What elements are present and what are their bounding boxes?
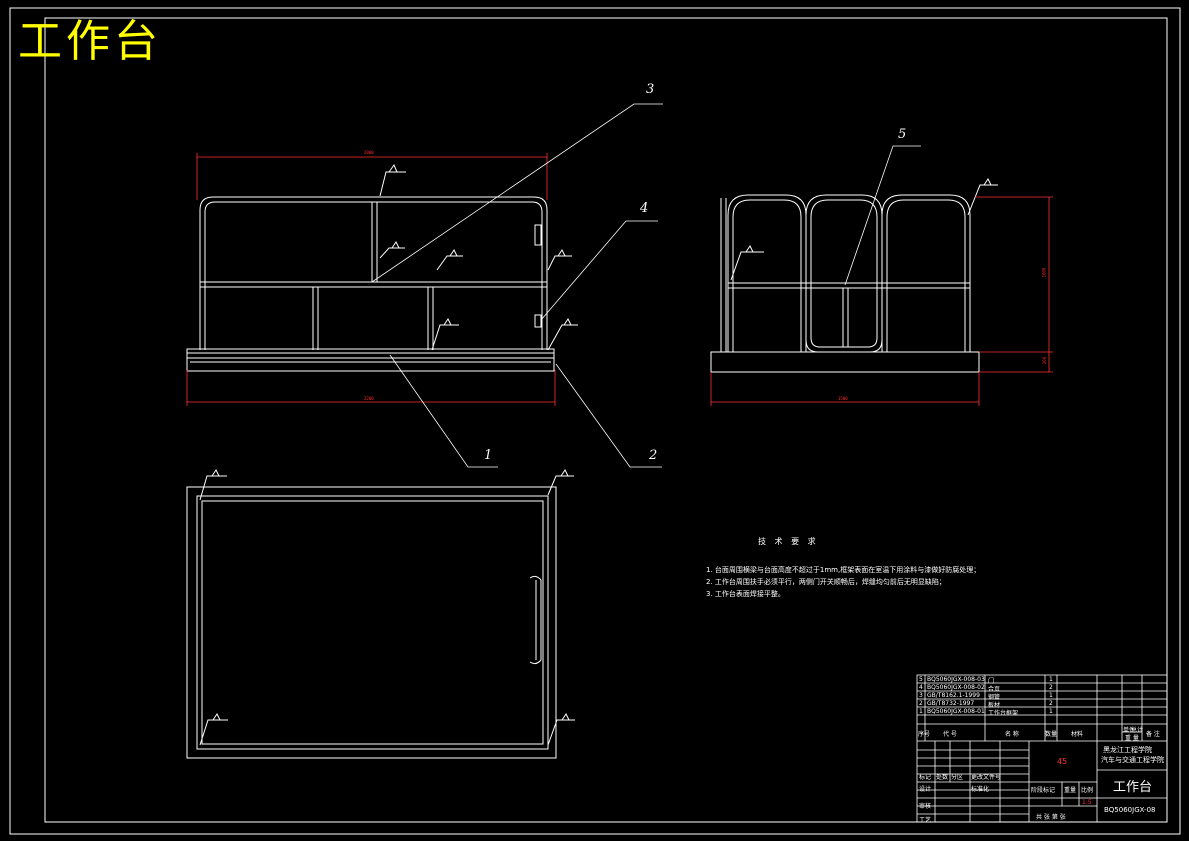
notes-line-3: 3. 工作台表面焊接平整。 xyxy=(706,590,785,598)
title-block-drawing-name: 工作台 xyxy=(1113,780,1153,795)
parts-header-name: 名 称 xyxy=(1005,731,1019,738)
stage-label: 阶段标记 xyxy=(1031,787,1056,794)
dim-front-base: 2200 xyxy=(364,396,374,401)
part-row-3-no: 3 xyxy=(919,692,923,699)
row-extra-zone: 分区 xyxy=(951,774,964,781)
part-row-5-no: 5 xyxy=(919,676,923,683)
part-row-1-code: BQ5060JGX-008-01 xyxy=(927,708,985,715)
part-row-5-name: 门 xyxy=(988,678,995,685)
row-label-process: 工艺 xyxy=(919,817,932,824)
top-view xyxy=(186,469,575,759)
part-row-3-qty: 1 xyxy=(1049,692,1053,699)
callout-4: 4 xyxy=(640,201,649,216)
school-line-1: 黑龙江工程学院 xyxy=(1103,746,1152,754)
callout-3: 3 xyxy=(646,82,655,97)
dim-side-base: 200 xyxy=(1042,356,1048,365)
notes-title: 技 术 要 求 xyxy=(758,537,819,546)
parts-header-weight: 重 量 xyxy=(1125,735,1139,742)
parts-header-unit-weight: 单件 xyxy=(1123,727,1136,734)
parts-header-code: 代 号 xyxy=(943,731,957,738)
part-row-4-qty: 2 xyxy=(1049,684,1053,691)
dim-side-width: 1500 xyxy=(838,396,848,401)
part-row-5-code: BQ5060JGX-008-03 xyxy=(927,676,985,683)
title-block-drawing-no: BQ5060JGX-08 xyxy=(1104,806,1156,814)
title-block-scale: 1:5 xyxy=(1082,799,1092,806)
part-row-3-name: 钢管 xyxy=(988,694,1001,701)
sheet-inner-border xyxy=(44,17,1168,823)
part-row-2-name: 板材 xyxy=(988,702,1001,709)
part-row-1-no: 1 xyxy=(919,708,923,715)
part-row-1-name: 工作台框架 xyxy=(988,710,1019,717)
row-extra-change: 更改文件号 xyxy=(971,774,1002,781)
parts-header-material: 材料 xyxy=(1071,731,1084,738)
callout-1: 1 xyxy=(484,448,493,463)
row-extra-count: 处数 xyxy=(936,774,949,781)
material-mark: 45 xyxy=(1057,757,1068,766)
front-dimensions xyxy=(186,153,556,406)
scale-label: 比例 xyxy=(1081,787,1094,794)
part-row-2-no: 2 xyxy=(919,700,923,707)
callout-5: 5 xyxy=(898,127,907,142)
part-row-4-code: BQ5060JGX-008-02 xyxy=(927,684,985,691)
row-extra-std: 标准化 xyxy=(971,786,990,793)
row-label-design: 设计 xyxy=(919,786,932,793)
dim-front-top: 2000 xyxy=(364,150,374,155)
sheet-label: 共 张 第 张 xyxy=(1036,814,1066,821)
sheet-outer-border xyxy=(9,7,1181,835)
parts-header-qty: 数量 xyxy=(1045,731,1058,738)
row-label-review: 审核 xyxy=(919,803,932,810)
parts-header-remark: 备 注 xyxy=(1146,731,1160,738)
front-view xyxy=(186,163,578,372)
notes-line-1: 1. 台面周围横梁与台面高度不超过于1mm,框架表面在室温下用涂料与漆做好防腐处… xyxy=(706,566,981,574)
drawing-title: 工作台 xyxy=(18,16,162,67)
part-row-5-qty: 1 xyxy=(1049,676,1053,683)
parts-header-total-weight: 总计 xyxy=(1131,727,1144,734)
part-row-3-code: GB/T8162.1-1999 xyxy=(927,692,980,699)
row-label-mark: 标记 xyxy=(919,774,932,781)
part-row-2-code: GB/T8732-1997 xyxy=(927,700,975,707)
callout-2: 2 xyxy=(649,448,658,463)
part-row-1-qty: 1 xyxy=(1049,708,1053,715)
notes-line-2: 2. 工作台周围扶手必须平行，两侧门开关顺畅后，焊缝均匀前后无明显缺陷； xyxy=(706,578,946,586)
title-block-grid xyxy=(916,674,1168,823)
part-row-2-qty: 2 xyxy=(1049,700,1053,707)
school-line-2: 汽车与交通工程学院 xyxy=(1101,756,1164,764)
callout-leaders xyxy=(371,103,921,468)
dim-side-height: 1600 xyxy=(1041,267,1047,278)
weight-label: 重量 xyxy=(1064,787,1077,794)
part-row-4-name: 合页 xyxy=(988,686,1001,693)
side-view xyxy=(710,178,998,373)
part-row-4-no: 4 xyxy=(919,684,923,691)
side-dimensions xyxy=(710,196,1053,406)
parts-header-no: 序号 xyxy=(918,731,931,738)
